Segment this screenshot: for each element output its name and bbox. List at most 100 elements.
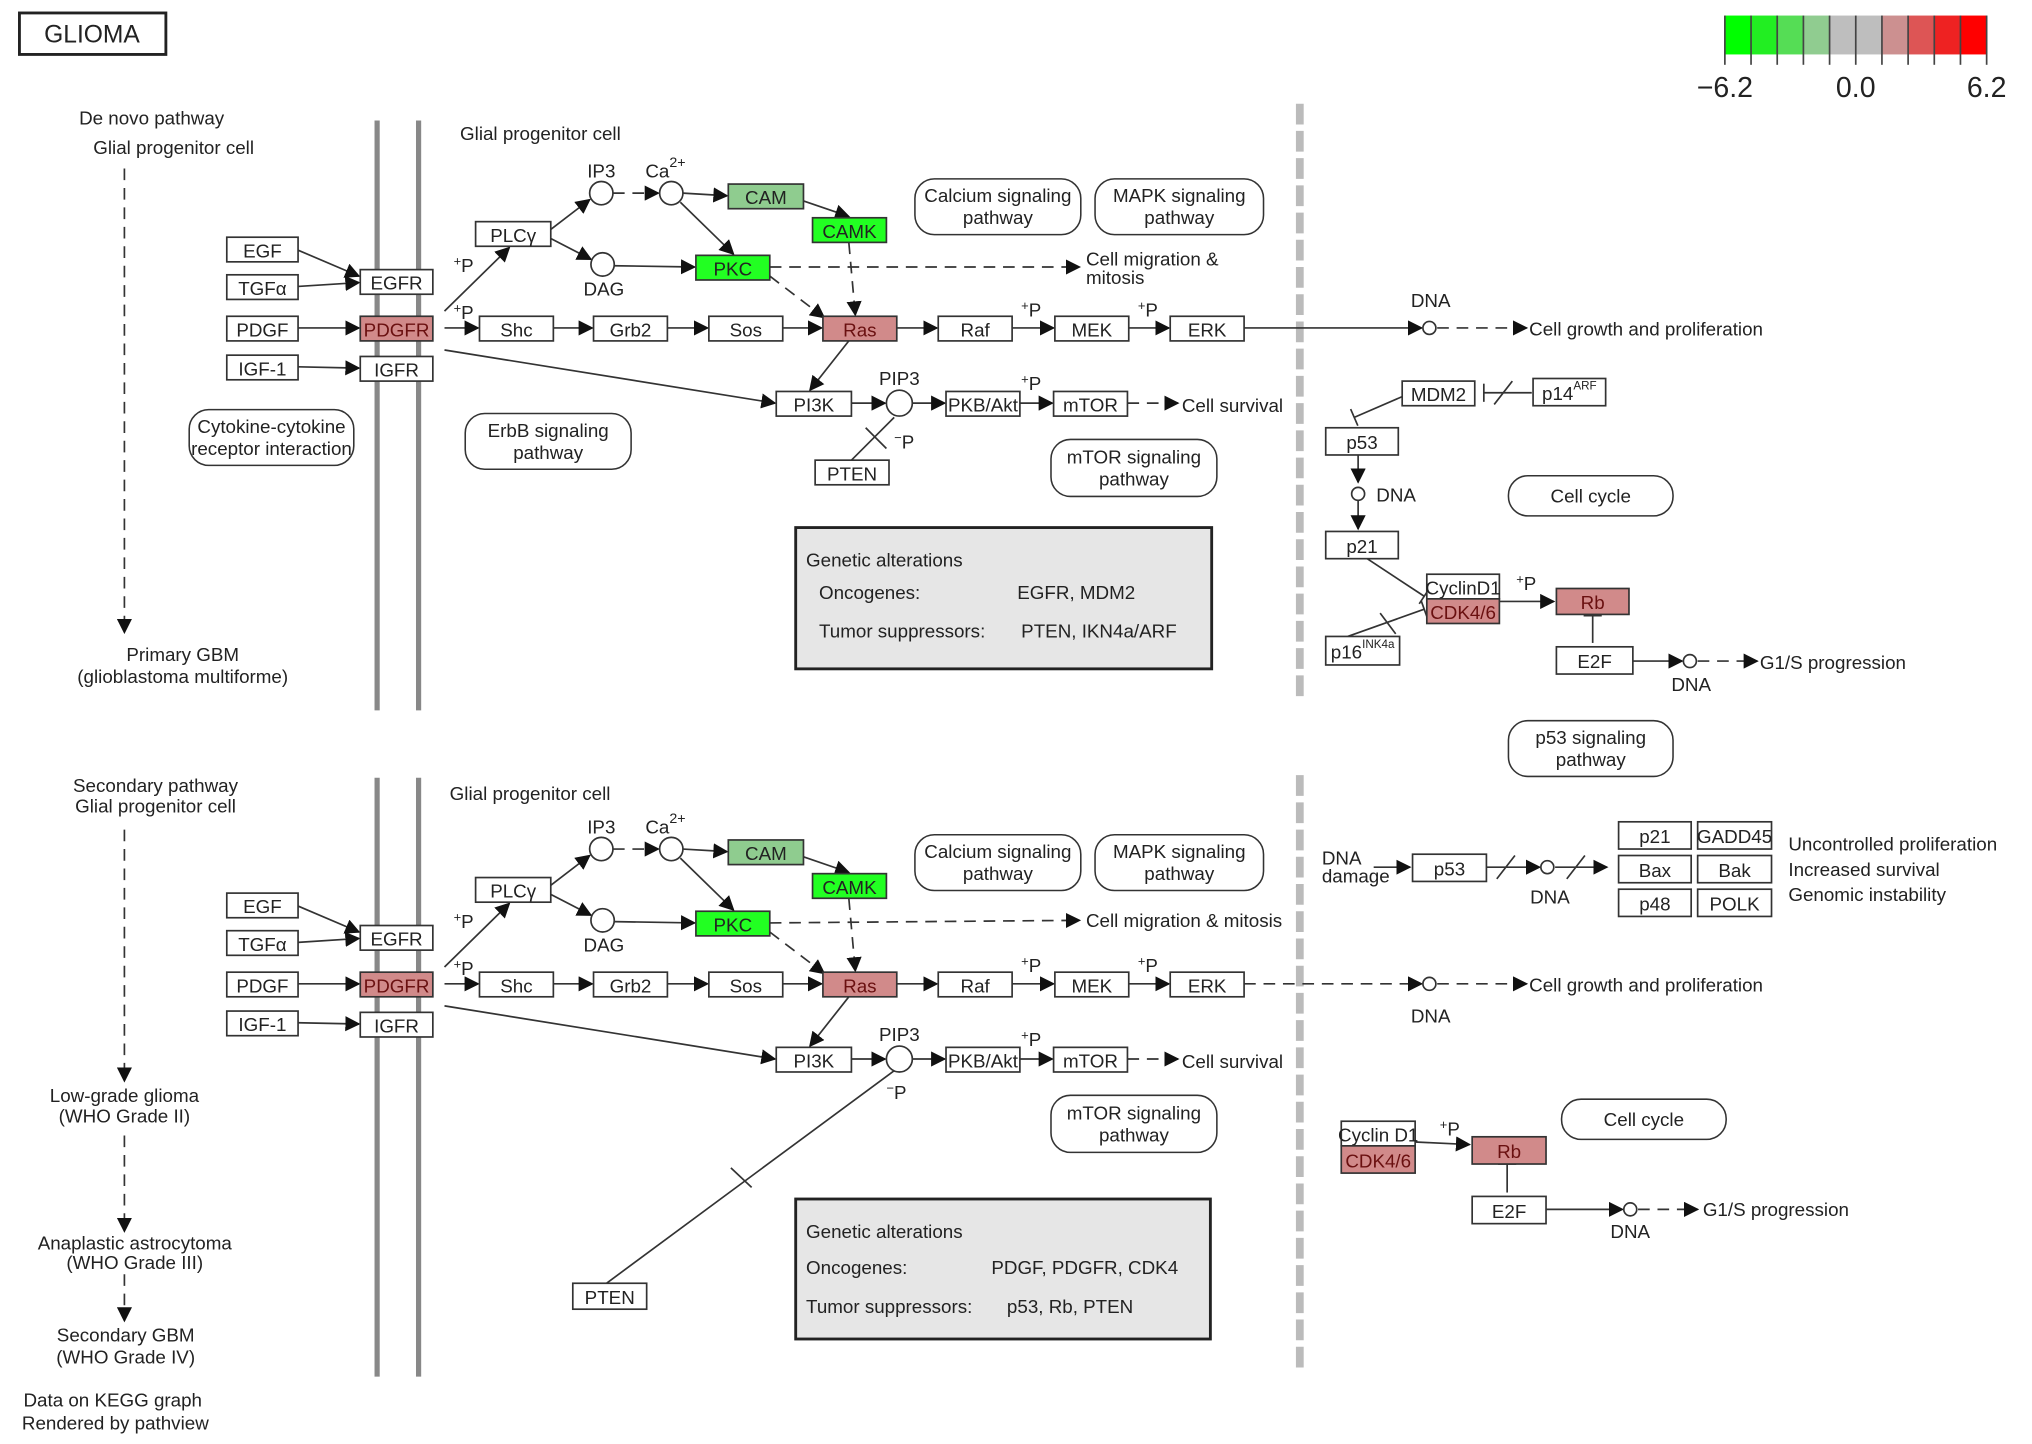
gene-node-pkc-bottom[interactable]: PKC <box>695 910 771 937</box>
pathway-link-cell-cycle-bottom[interactable]: Cell cycle <box>1560 1098 1727 1141</box>
gene-node-plcg-bottom[interactable]: PLCγ <box>474 876 552 904</box>
gene-node-pkb-top[interactable]: PKB/Akt <box>945 390 1021 417</box>
gene-node-grb2-top[interactable]: Grb2 <box>592 315 669 342</box>
gene-node-p53-bottom[interactable]: p53 <box>1411 853 1488 883</box>
gene-node-grb2-bottom[interactable]: Grb2 <box>592 971 669 998</box>
compound-ca2[interactable] <box>658 836 684 862</box>
footer-line-1: Data on KEGG graph <box>23 1389 202 1410</box>
gene-node-e2f-top[interactable]: E2F <box>1555 645 1634 675</box>
gene-node-p21-top[interactable]: p21 <box>1324 530 1400 560</box>
gene-node-rb-bottom[interactable]: Rb <box>1471 1135 1547 1165</box>
gene-node-mek-bottom[interactable]: MEK <box>1054 971 1130 998</box>
gene-node-mek-top[interactable]: MEK <box>1054 315 1130 342</box>
gene-node-pi3k-bottom[interactable]: PI3K <box>775 1046 853 1073</box>
gene-label: PKC <box>714 914 753 935</box>
gene-node-mtor-top[interactable]: mTOR <box>1052 390 1129 417</box>
gene-node-tgfa-bottom[interactable]: TGFα <box>225 929 299 957</box>
gene-node-egfr-top[interactable]: EGFR <box>359 268 434 296</box>
gene-node-cyclind1b-bottom[interactable]: Cyclin D1 <box>1338 1120 1418 1147</box>
compound-dna[interactable] <box>1422 976 1437 992</box>
gene-node-sos-bottom[interactable]: Sos <box>708 971 784 998</box>
gene-node-pdgfr-bottom[interactable]: PDGFR <box>359 971 434 998</box>
gene-node-ras-bottom[interactable]: Ras <box>822 971 898 998</box>
gene-node-mtor-bottom[interactable]: mTOR <box>1052 1046 1129 1073</box>
gene-node-raf-bottom[interactable]: Raf <box>937 971 1013 998</box>
gene-node-pten-bottom[interactable]: PTEN <box>571 1282 648 1311</box>
gene-node-raf-top[interactable]: Raf <box>937 315 1013 342</box>
gene-node-erk-top[interactable]: ERK <box>1169 315 1245 342</box>
compound-dag[interactable] <box>590 907 616 933</box>
gene-node-igf1-top[interactable]: IGF-1 <box>225 354 299 381</box>
gene-node-shc-bottom[interactable]: Shc <box>478 971 555 998</box>
compound-dna[interactable] <box>1422 320 1437 336</box>
gene-node-cam-top[interactable]: CAM <box>727 183 805 210</box>
compound-ip3[interactable] <box>588 836 614 862</box>
pathway-link-label: MAPK signaling <box>1113 185 1246 206</box>
gene-node-pdgf-top[interactable]: PDGF <box>225 315 299 342</box>
compound-label-ip3: IP3 <box>587 161 615 182</box>
compound-ip3[interactable] <box>588 180 614 206</box>
gene-node-igfr-bottom[interactable]: IGFR <box>359 1011 434 1038</box>
gene-node-pkb-bottom[interactable]: PKB/Akt <box>945 1046 1021 1073</box>
legend-swatch <box>1751 15 1778 55</box>
gene-node-pdgfr-top[interactable]: PDGFR <box>359 315 434 342</box>
gene-node-bak-bottom[interactable]: Bak <box>1696 854 1773 884</box>
compound-pip3[interactable] <box>885 389 914 417</box>
gene-node-sos-top[interactable]: Sos <box>708 315 784 342</box>
gene-node-mdm2-top[interactable]: MDM2 <box>1401 380 1476 407</box>
broken-link-mark <box>1379 612 1397 635</box>
gene-node-cam-bottom[interactable]: CAM <box>727 839 805 866</box>
gene-node-erk-bottom[interactable]: ERK <box>1169 971 1245 998</box>
gene-node-egf-bottom[interactable]: EGF <box>225 892 299 919</box>
gene-box <box>937 315 1013 342</box>
gene-node-bax-bottom[interactable]: Bax <box>1617 854 1693 884</box>
gene-node-camk-top[interactable]: CAMK <box>811 216 888 244</box>
gene-node-pdgf-bottom[interactable]: PDGF <box>225 971 299 998</box>
gene-node-tgfa-top[interactable]: TGFα <box>225 273 299 301</box>
gene-node-e2f-bottom[interactable]: E2F <box>1471 1195 1547 1225</box>
gene-node-p21-bottom[interactable]: p21 <box>1617 820 1693 850</box>
gene-node-pkc-top[interactable]: PKC <box>695 254 771 281</box>
compound-dag[interactable] <box>590 251 616 277</box>
gene-node-p14-top[interactable]: p14ARF <box>1532 377 1607 407</box>
compound-dna[interactable] <box>1350 486 1366 502</box>
gene-node-egf-top[interactable]: EGF <box>225 236 299 263</box>
gene-node-cdk46-bottom[interactable]: CDK4/6 <box>1340 1145 1416 1174</box>
compound-ca2[interactable] <box>658 180 684 206</box>
gene-node-p53-top[interactable]: p53 <box>1324 426 1400 456</box>
gene-node-cyclind1-top[interactable]: CyclinD1 <box>1426 573 1501 600</box>
gene-node-igf1-bottom[interactable]: IGF-1 <box>225 1010 299 1037</box>
legend-swatch <box>1803 15 1830 55</box>
gene-node-pten-top[interactable]: PTEN <box>814 459 890 486</box>
stage-grade-iii: (WHO Grade III) <box>66 1252 203 1273</box>
compound-pip3[interactable] <box>885 1045 914 1073</box>
compound-dna[interactable] <box>1682 653 1698 669</box>
pathway-link-cell-cycle-top[interactable]: Cell cycle <box>1507 474 1674 517</box>
compound-dna[interactable] <box>1622 1202 1638 1217</box>
gene-node-pi3k-top[interactable]: PI3K <box>775 390 853 417</box>
gene-node-camk-bottom[interactable]: CAMK <box>811 872 888 900</box>
gene-node-ras-top[interactable]: Ras <box>822 315 898 342</box>
edge <box>605 1070 895 1284</box>
pathway-link-box <box>1094 833 1265 892</box>
gene-node-rb-top[interactable]: Rb <box>1555 587 1630 616</box>
gene-node-gadd45-bottom[interactable]: GADD45 <box>1696 820 1773 850</box>
gene-node-cdk46-top[interactable]: CDK4/6 <box>1425 598 1501 625</box>
gene-node-egfr-bottom[interactable]: EGFR <box>359 924 434 951</box>
compound-dna[interactable] <box>1540 859 1555 875</box>
gene-node-igfr-top[interactable]: IGFR <box>359 355 434 382</box>
gene-node-shc-top[interactable]: Shc <box>478 315 555 342</box>
gene-node-p16-top[interactable]: p16INK4a <box>1324 635 1401 666</box>
gene-node-plcg-top[interactable]: PLCγ <box>474 220 552 248</box>
gene-node-p48-bottom[interactable]: p48 <box>1617 888 1693 918</box>
gene-node-polk-bottom[interactable]: POLK <box>1696 888 1773 918</box>
